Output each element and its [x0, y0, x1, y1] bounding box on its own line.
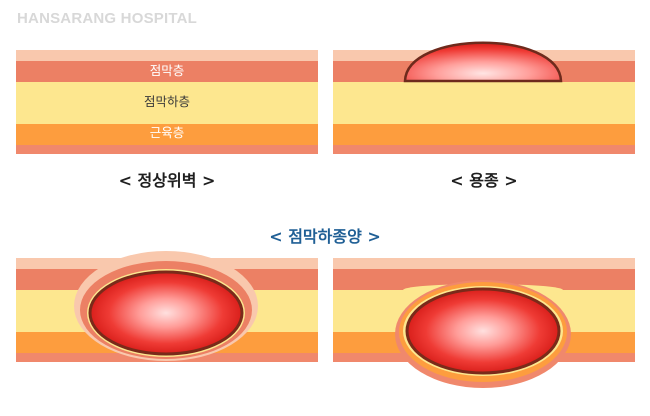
submucosal-tumor-upward-illustration: [16, 251, 318, 362]
normal-wall-caption: < 정상위벽 >: [118, 171, 216, 190]
muscle-layer: [16, 124, 318, 145]
polyp-lesion: [403, 41, 563, 83]
muscle-bottom-layer: [16, 145, 318, 154]
polyp-caption: < 용종 >: [450, 171, 518, 190]
normal-wall-illustration: [16, 50, 318, 154]
mucosa-top-layer: [16, 50, 318, 61]
submucosal-tumor-panel-downward: [333, 258, 635, 388]
mucosa-layer: [16, 61, 318, 82]
submucosal-tumor-downward-illustration: [333, 258, 635, 388]
mucosa-label: 점막층: [149, 63, 185, 78]
polyp-panel: [333, 41, 635, 154]
submucosal-tumor-lesion-downward: [405, 287, 561, 375]
muscle-label: 근육층: [149, 125, 185, 140]
submucosa-label: 점막하층: [143, 94, 190, 109]
normal-wall-panel: 점막층 점막하층 근육층: [16, 50, 318, 154]
hospital-watermark: HANSARANG HOSPITAL: [17, 10, 197, 27]
submucosal-tumor-lesion-upward: [88, 270, 244, 356]
submucosal-tumor-panel-upward: [16, 251, 318, 362]
polyp-illustration: [333, 41, 635, 154]
submucosal-tumor-title: < 점막하종양 >: [269, 227, 381, 246]
submucosa-layer: [16, 82, 318, 124]
